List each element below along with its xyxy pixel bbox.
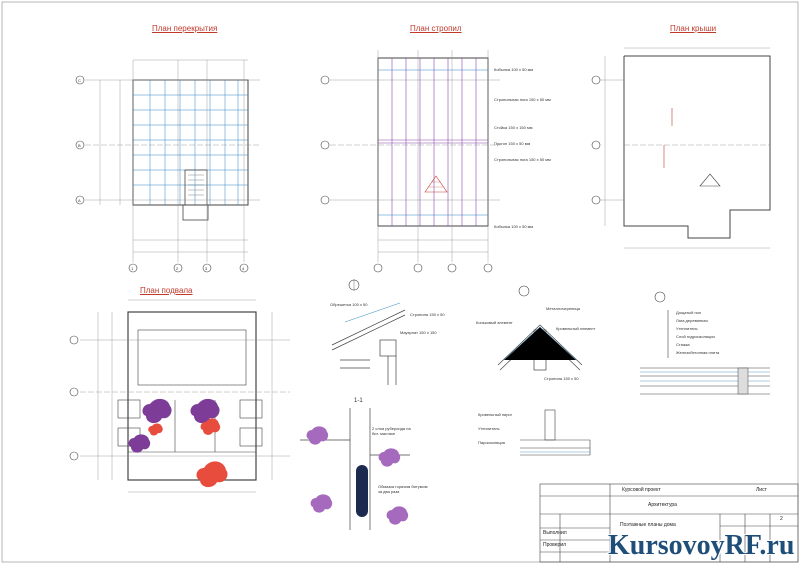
node-3-label-a: Кровельный пирог — [478, 412, 513, 417]
layer-2: Лага деревянная — [676, 318, 708, 323]
rafter-plan-title: План стропил — [410, 24, 462, 33]
layer-5: Стяжка — [676, 342, 690, 347]
axis-a: A — [78, 198, 81, 203]
node-3-label-c: Пароизоляция — [478, 440, 505, 445]
section-stamps — [306, 426, 409, 525]
tb-course: Курсовой проект — [622, 487, 661, 493]
rafter-label-6: Кобылка 100 х 50 мм — [494, 224, 534, 229]
roof-plan-drawing — [591, 47, 771, 249]
tb-subject: Архитектура — [648, 502, 677, 508]
tb-designed: Выполнил — [543, 530, 567, 536]
rafter-label-4: Прогон 150 х 50 мм — [494, 141, 531, 146]
axis-3: 3 — [205, 266, 208, 271]
layer-3: Утеплитель — [676, 326, 698, 331]
axis-4: 4 — [242, 266, 245, 271]
node-1-label-a: Обрешетка 100 х 50 — [330, 302, 368, 307]
floor-plan-title: План перекрытия — [152, 24, 218, 33]
node-2-label-d: Стропила 150 х 50 — [544, 376, 579, 381]
layer-1: Дощатый пол — [676, 310, 702, 315]
rafter-label-1: Кобылка 100 х 50 мм — [494, 67, 534, 72]
node-1-label-c: Мауэрлат 150 х 150 — [400, 330, 437, 335]
section-title: 1-1 — [354, 398, 363, 404]
axis-1: 1 — [131, 266, 134, 271]
node-1-label-b: Стропила 150 х 50 — [410, 312, 445, 317]
node-3-label-b: Утеплитель — [478, 426, 500, 431]
watermark: KursovoyRF.ru — [608, 530, 795, 561]
rafter-label-5: Стропильная нога 150 х 50 мм — [494, 157, 551, 162]
node-2-drawing — [497, 285, 583, 371]
axis-b: B — [78, 143, 81, 148]
tb-checked: Проверил — [543, 542, 567, 548]
layer-6: Железобетонная плита — [676, 350, 720, 355]
node-2-label-a: Металлочерепица — [546, 306, 581, 311]
basement-plan-drawing — [69, 299, 290, 493]
tb-drawing: Поэтажные планы дома — [620, 522, 676, 528]
axis-c: C — [78, 78, 81, 83]
tb-code: Лист — [756, 487, 767, 493]
section-note-2: Обмазка горячим битумом за два раза — [378, 484, 428, 494]
axis-2: 2 — [176, 266, 179, 271]
rafter-label-2: Стропильная нога 150 х 50 мм — [494, 97, 551, 102]
title-block-frame — [539, 483, 799, 563]
section-note-1: 2 слоя рубероида на бит. мастике — [372, 426, 411, 436]
layer-4: Слой гидроизоляции — [676, 334, 715, 339]
roof-plan-title: План крыши — [670, 24, 717, 33]
node-1-drawing — [331, 279, 406, 385]
rafter-plan-drawing — [320, 50, 500, 273]
basement-plan-title: План подвала — [140, 286, 193, 295]
node-3-drawing — [640, 291, 770, 395]
approval-stamps — [128, 398, 228, 488]
rafter-label-3: Стойка 150 х 150 мм — [494, 125, 533, 130]
section-1-1-drawing — [300, 408, 410, 530]
node-2-label-c: Кровельный элемент — [556, 326, 596, 331]
node-4-drawing — [520, 409, 591, 456]
tb-sheet-no: 2 — [780, 516, 783, 522]
node-2-label-b: Коньковый элемент — [476, 320, 513, 325]
floor-plan-drawing — [75, 59, 260, 273]
